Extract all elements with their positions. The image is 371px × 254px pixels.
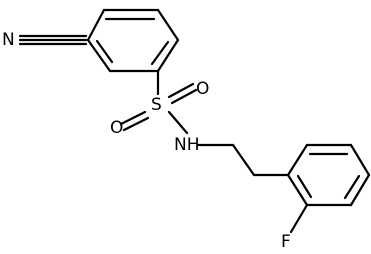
ch2-ch2-bond <box>231 143 256 177</box>
s-n-bond <box>167 110 189 135</box>
nh-label: NH <box>174 135 200 155</box>
sulfonyl-group: S O O <box>110 79 209 138</box>
fluorine-label: F <box>281 232 291 252</box>
nitrile-nitrogen-label: N <box>2 30 15 50</box>
ring2-bond-1 <box>286 143 309 177</box>
fluorophenyl-ring: F <box>281 143 371 252</box>
ring1-bond-3 <box>156 38 180 73</box>
oxygen-top-label: O <box>196 79 209 99</box>
s-o-top-bond-a <box>167 82 195 99</box>
ring1-bond-6 <box>86 8 106 42</box>
ring1-double-right <box>150 40 170 66</box>
s-o-bottom-bond-a <box>119 110 147 126</box>
ring2-bond-3 <box>349 143 371 177</box>
amine-linker: NH <box>174 135 290 177</box>
ring1-bond-5 <box>86 38 112 73</box>
s-o-top-bond-b <box>170 88 198 105</box>
s-o-bottom-bond-b <box>122 116 150 132</box>
ring2-bond-4 <box>349 173 371 207</box>
sulfur-label: S <box>151 95 162 115</box>
ring1-bond-2 <box>156 8 180 42</box>
c-f-bond <box>289 203 309 234</box>
ring1-double-left <box>95 39 114 64</box>
oxygen-bottom-label: O <box>110 118 123 138</box>
ring2-double-left <box>296 174 313 199</box>
nitrile-group: N <box>2 30 88 50</box>
benzonitrile-ring <box>86 8 180 73</box>
ring2-double-right <box>343 174 361 200</box>
ring2-bond-6 <box>286 173 309 207</box>
